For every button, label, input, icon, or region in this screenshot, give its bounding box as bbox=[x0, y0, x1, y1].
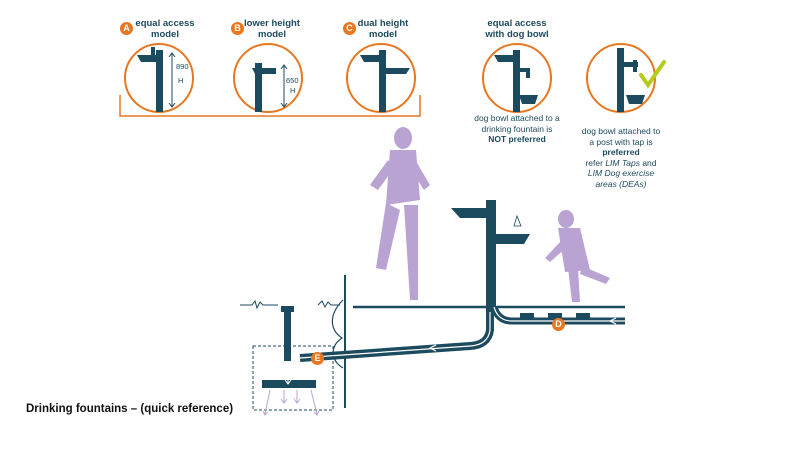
badge-b: B bbox=[231, 22, 244, 35]
model-a-height-unit: H bbox=[178, 76, 184, 85]
model-c-fountain-icon bbox=[360, 50, 410, 112]
model-a-height-value: 890 bbox=[176, 62, 189, 71]
note-post-line4a: refer bbox=[585, 157, 606, 168]
model-c-title: dual height model bbox=[338, 18, 428, 40]
model-b-height-unit: H bbox=[290, 86, 296, 95]
note-post-line1: dog bowl attached to bbox=[581, 126, 661, 136]
main-fountain bbox=[451, 200, 530, 312]
model-b-title-line2: model bbox=[258, 29, 286, 40]
dog-bowl-fountain-note: dog bowl attached to a drinking fountain… bbox=[462, 113, 572, 145]
model-b-circle bbox=[233, 43, 303, 113]
model-b-title: lower height model bbox=[227, 18, 317, 40]
model-b-title-line1: lower height bbox=[244, 18, 300, 29]
note-post-line6: areas (DEAs) bbox=[595, 178, 647, 189]
pit-base bbox=[262, 380, 316, 388]
note-fountain-line3: NOT preferred bbox=[488, 134, 546, 144]
model-c-title-line2: model bbox=[369, 29, 397, 40]
dog-bowl-fountain-icon bbox=[494, 50, 538, 112]
runner-figure bbox=[370, 127, 430, 300]
dog-bowl-fountain-title: equal access with dog bowl bbox=[472, 18, 562, 40]
check-icon bbox=[639, 60, 666, 89]
model-b-height-value: 650 bbox=[286, 76, 299, 85]
badge-a: A bbox=[120, 22, 133, 35]
page-caption: Drinking fountains – (quick reference) bbox=[26, 403, 234, 415]
soil-profile bbox=[331, 299, 344, 369]
grass-right bbox=[317, 300, 340, 309]
water-jet bbox=[513, 214, 522, 227]
model-a-title-line1: equal access bbox=[135, 18, 195, 29]
dog-bowl-post-note: dog bowl attached to a post with tap is … bbox=[566, 126, 676, 189]
note-post-line4b: LIM Taps bbox=[605, 157, 640, 168]
dog-bowl-fountain-title-line1: equal access bbox=[487, 18, 547, 29]
note-post-line3: preferred bbox=[602, 147, 640, 157]
soak-pit bbox=[252, 345, 334, 411]
model-a-title-line2: model bbox=[151, 29, 179, 40]
child-figure bbox=[545, 210, 610, 302]
model-b-fountain-icon bbox=[252, 63, 276, 112]
model-c-title-line1: dual height bbox=[357, 18, 409, 29]
note-post-line5: LIM Dog exercise bbox=[587, 168, 655, 178]
model-a-title: equal access model bbox=[120, 18, 210, 40]
dog-bowl-post-icon bbox=[617, 48, 645, 112]
note-post-line4c: and bbox=[639, 157, 657, 168]
note-post-line2: a post with tap is bbox=[589, 136, 653, 147]
supply-pipe-flow bbox=[493, 306, 625, 322]
model-a-fountain-icon bbox=[137, 47, 163, 112]
seepage-arrows bbox=[262, 389, 320, 416]
badge-d: D bbox=[552, 318, 565, 331]
dog-bowl-fountain-title-line2: with dog bowl bbox=[485, 29, 549, 40]
grass-left bbox=[240, 299, 278, 310]
note-post-line4: refer LIM Taps and bbox=[566, 158, 676, 169]
pit-riser bbox=[284, 306, 291, 361]
model-group-bracket bbox=[119, 95, 421, 117]
note-fountain-line1: dog bowl attached to a bbox=[474, 113, 560, 123]
note-fountain-line2: drinking fountain is bbox=[481, 123, 553, 134]
badge-e: E bbox=[311, 352, 324, 365]
badge-c: C bbox=[343, 22, 356, 35]
